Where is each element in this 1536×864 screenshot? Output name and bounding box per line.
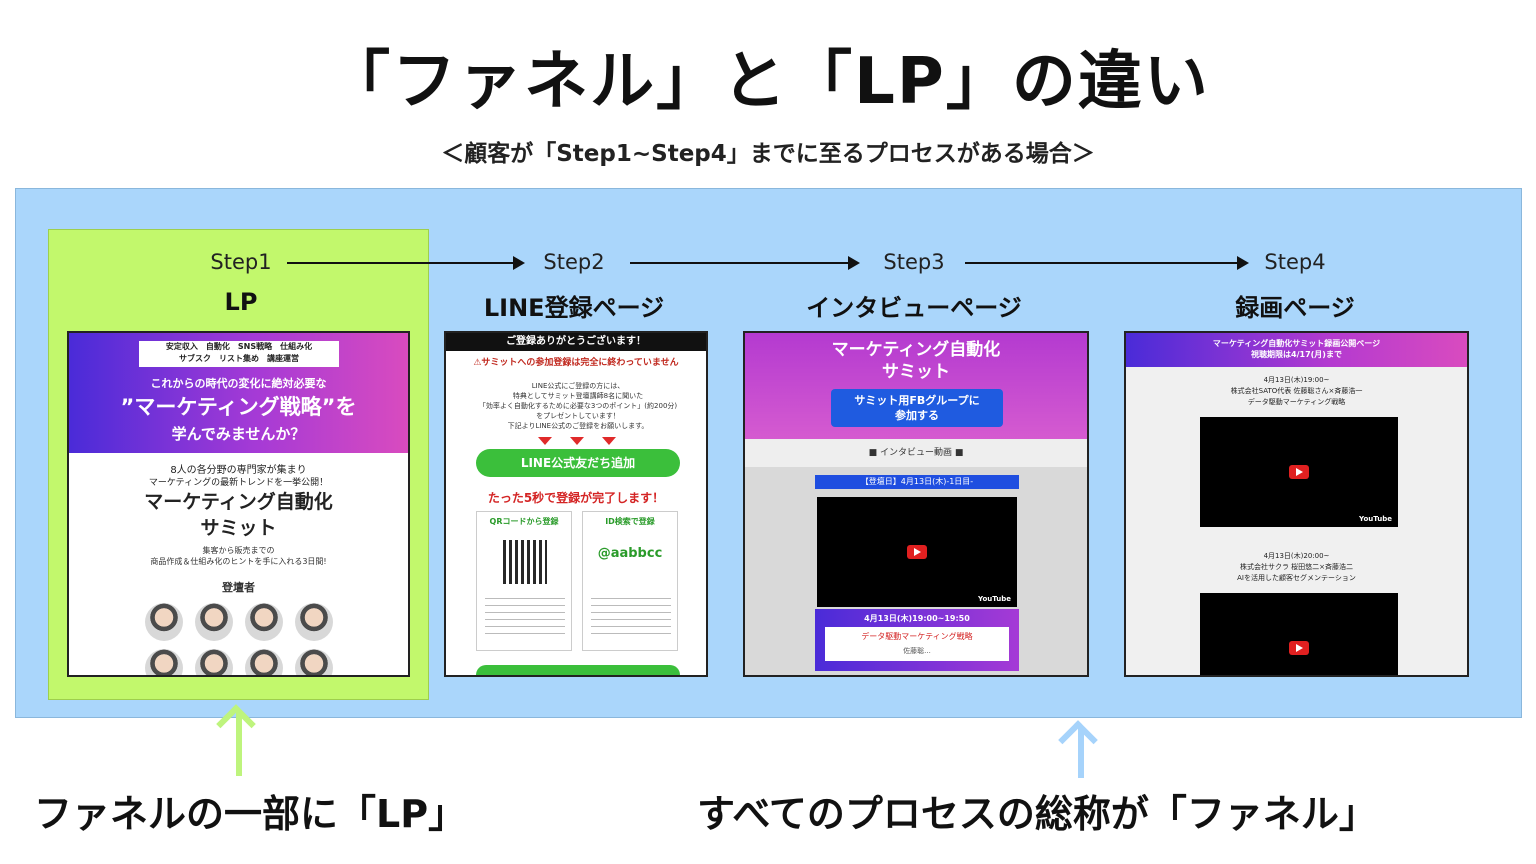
lp-screenshot: 安定収入 自動化 SNS戦略 仕組み化 サブスク リスト集め 講座運営 これから…	[67, 331, 410, 677]
line-warning: ⚠サミットへの参加登録は完全に終わっていません	[473, 358, 679, 368]
page-name-line: LINE登録ページ	[483, 294, 665, 322]
play-icon	[1289, 465, 1309, 479]
lp-hero: 安定収入 自動化 SNS戦略 仕組み化 サブスク リスト集め 講座運営 これから…	[69, 333, 408, 453]
speaker-avatar	[245, 603, 283, 641]
line-body-text: LINE公式にご登録の方には、 特典としてサミット登壇講師8名に聞いた 「効率よ…	[478, 382, 678, 430]
qr-instructions	[485, 598, 565, 638]
play-icon	[1289, 641, 1309, 655]
caption-lp: ファネルの一部に「LP」	[34, 792, 467, 836]
arrow-step3-step4	[965, 256, 1249, 270]
step4-label: Step4	[1264, 250, 1326, 274]
speaker-avatar	[295, 603, 333, 641]
video-player: YouTube	[1200, 417, 1398, 527]
page-name-lp: LP	[224, 288, 258, 316]
arrow-step1-step2	[287, 256, 525, 270]
speaker-avatar	[145, 603, 183, 641]
lp-headline-sub: 学んでみませんか？	[171, 425, 306, 443]
interview-time: 4月13日(木)19:00~19:50	[864, 614, 970, 623]
line-done-text: たった5秒で登録が完了します！	[487, 491, 665, 505]
speaker-avatar	[195, 603, 233, 641]
lp-speakers-heading: 登壇者	[222, 581, 255, 594]
lp-count: 8人の各分野の専門家が集まり	[170, 465, 307, 476]
chevron-down-icon	[602, 437, 616, 445]
line-id: @aabbcc	[597, 546, 663, 561]
qr-code-icon	[503, 540, 547, 584]
interview-screenshot: マーケティング自動化 サミット サミット用FBグループに 参加する ■ インタビ…	[743, 331, 1089, 677]
page-name-interview: インタビューページ	[806, 294, 1022, 322]
lp-headline: ”マーケティング戦略”を	[120, 395, 357, 419]
play-icon	[907, 545, 927, 559]
id-register-title: ID検索で登録	[605, 517, 655, 526]
arrow-up-lp-icon	[236, 712, 242, 776]
interview-time-block: 4月13日(木)19:00~19:50 データ駆動マーケティング戦略 佐藤聡..…	[815, 609, 1019, 671]
youtube-logo: YouTube	[978, 595, 1011, 603]
fb-group-button: サミット用FBグループに 参加する	[831, 389, 1003, 427]
interview-topic: データ駆動マーケティング戦略	[861, 632, 973, 641]
recording-screenshot: マーケティング自動化サミット録画公開ページ 視聴期限は4/17(月)まで 4月1…	[1124, 331, 1469, 677]
interview-section-heading: ■ インタビュー動画 ■	[745, 439, 1087, 467]
line-page-header: ご登録ありがとうございます！	[446, 333, 706, 351]
step3-label: Step3	[883, 250, 945, 274]
line-add-friend-button: LINE公式友だち追加	[476, 449, 680, 477]
speaker-avatar	[195, 649, 233, 675]
lp-small-text: 集客から販売までの 商品作成＆仕組み化のヒントを手に入れる3日間!	[150, 546, 327, 566]
lp-lead: これからの時代の変化に絶対必要な	[150, 377, 327, 390]
id-instructions	[591, 598, 671, 638]
interview-speaker: 佐藤聡...	[903, 647, 931, 655]
interview-date-banner: 【登壇日】4月13日(木)-1日目-	[815, 475, 1019, 489]
qr-register-box: QRコードから登録	[476, 511, 572, 651]
speaker-avatar	[295, 649, 333, 675]
recording-info-2: 4月13日(木)20:00~ 株式会社サクラ 桜田悠二×斉藤浩二 AIを活用した…	[1237, 552, 1356, 582]
id-register-box: ID検索で登録 @aabbcc	[582, 511, 678, 651]
page-subtitle: ＜顧客が「Step1~Step4」までに至るプロセスがある場合＞	[441, 141, 1095, 167]
page-title: 「ファネル」と「LP」の違い	[326, 45, 1210, 119]
line-bottom-button	[476, 665, 680, 675]
qr-register-title: QRコードから登録	[489, 517, 559, 526]
page-name-recording: 録画ページ	[1235, 294, 1355, 322]
video-player: YouTube	[817, 497, 1017, 607]
lp-event-title: マーケティング自動化 サミット	[144, 491, 333, 539]
arrow-up-funnel-icon	[1078, 728, 1084, 778]
speaker-avatar	[145, 649, 183, 675]
chevron-down-icon	[570, 437, 584, 445]
interview-title: マーケティング自動化 サミット	[831, 340, 1001, 382]
lp-tags: 安定収入 自動化 SNS戦略 仕組み化 サブスク リスト集め 講座運営	[139, 341, 339, 367]
step1-label: Step1	[210, 250, 272, 274]
interview-hero: マーケティング自動化 サミット サミット用FBグループに 参加する	[745, 333, 1087, 439]
youtube-logo: YouTube	[1359, 515, 1392, 523]
caption-funnel: すべてのプロセスの総称が「ファネル」	[697, 792, 1377, 836]
arrow-step2-step3	[630, 256, 860, 270]
speaker-avatar	[245, 649, 283, 675]
chevron-down-icon	[538, 437, 552, 445]
interview-topic-box: データ駆動マーケティング戦略 佐藤聡...	[825, 627, 1009, 661]
line-registration-screenshot: ご登録ありがとうございます！ ⚠サミットへの参加登録は完全に終わっていません L…	[444, 331, 708, 677]
recording-info-1: 4月13日(木)19:00~ 株式会社SATO代表 佐藤聡さん×斉藤浩一 データ…	[1230, 376, 1363, 406]
recording-header: マーケティング自動化サミット録画公開ページ 視聴期限は4/17(月)まで	[1126, 333, 1467, 367]
lp-count2: マーケティングの最新トレンドを一挙公開！	[148, 478, 329, 488]
video-player	[1200, 593, 1398, 675]
step2-label: Step2	[543, 250, 605, 274]
